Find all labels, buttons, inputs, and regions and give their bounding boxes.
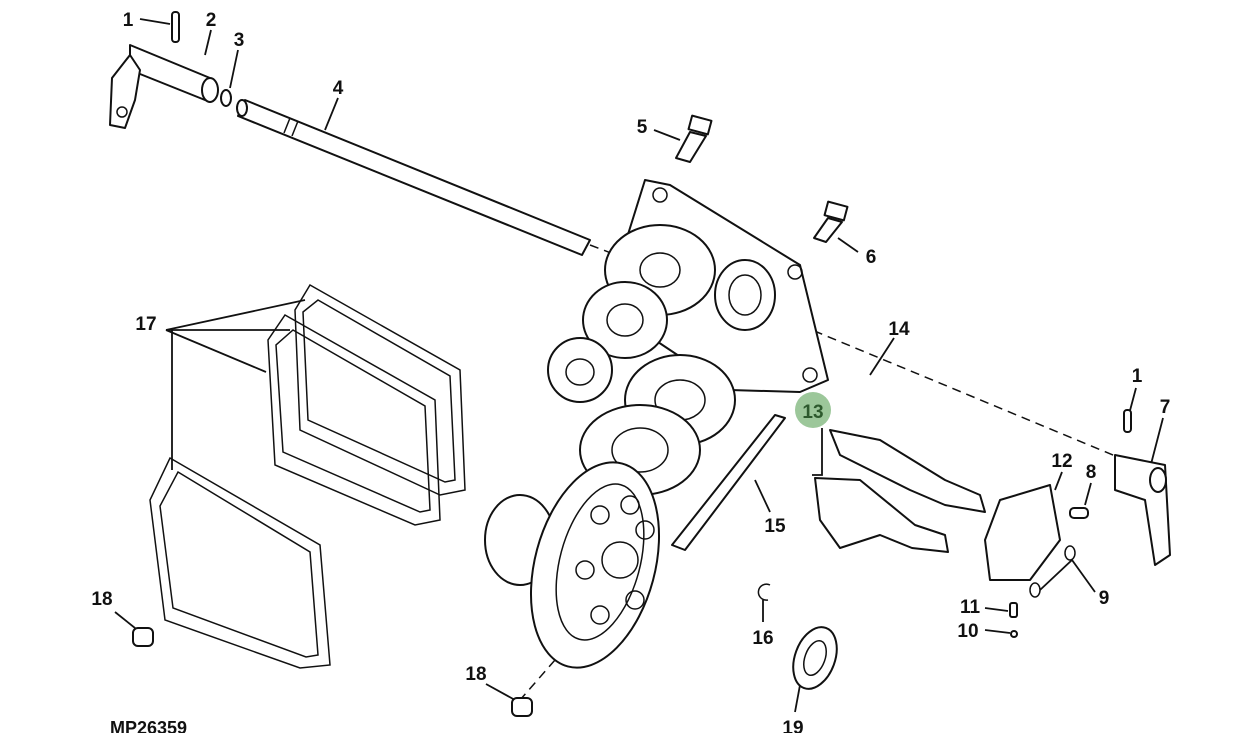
right-small-parts <box>132 409 1171 717</box>
callout-10[interactable]: 10 <box>957 621 978 642</box>
callout-16[interactable]: 16 <box>752 628 773 649</box>
callout-18-lower[interactable]: 18 <box>465 664 486 685</box>
drive-disc <box>484 461 661 669</box>
callout-8[interactable]: 8 <box>1086 462 1097 483</box>
callout-7[interactable]: 7 <box>1160 397 1171 418</box>
callout-1[interactable]: 1 <box>123 10 134 31</box>
callout-6[interactable]: 6 <box>866 247 877 268</box>
callout-15[interactable]: 15 <box>764 516 786 537</box>
figure-id: MP26359 <box>110 718 187 733</box>
callout-2[interactable]: 2 <box>206 10 217 31</box>
callouts: 1 2 3 4 5 6 14 17 1 7 13 12 8 15 9 18 11… <box>91 10 1170 733</box>
callout-14[interactable]: 14 <box>888 319 910 340</box>
callout-4[interactable]: 4 <box>333 78 344 99</box>
callout-3[interactable]: 3 <box>234 30 245 51</box>
bolts <box>675 114 849 243</box>
shift-lever-assembly <box>109 11 232 129</box>
callout-highlight <box>795 392 831 428</box>
gaskets <box>149 283 466 669</box>
callout-18[interactable]: 18 <box>91 589 112 610</box>
shift-forks <box>814 429 986 553</box>
callout-12[interactable]: 12 <box>1051 451 1072 472</box>
callout-19[interactable]: 19 <box>782 718 803 733</box>
callout-5[interactable]: 5 <box>637 117 648 138</box>
callout-1-right[interactable]: 1 <box>1132 366 1143 387</box>
shift-shaft <box>236 99 591 256</box>
callout-9[interactable]: 9 <box>1099 588 1110 609</box>
gear-stack <box>547 224 736 496</box>
callout-17[interactable]: 17 <box>135 314 156 335</box>
callout-11[interactable]: 11 <box>960 597 981 618</box>
fork-shaft <box>671 414 786 551</box>
callout-13[interactable]: 13 <box>802 402 823 423</box>
